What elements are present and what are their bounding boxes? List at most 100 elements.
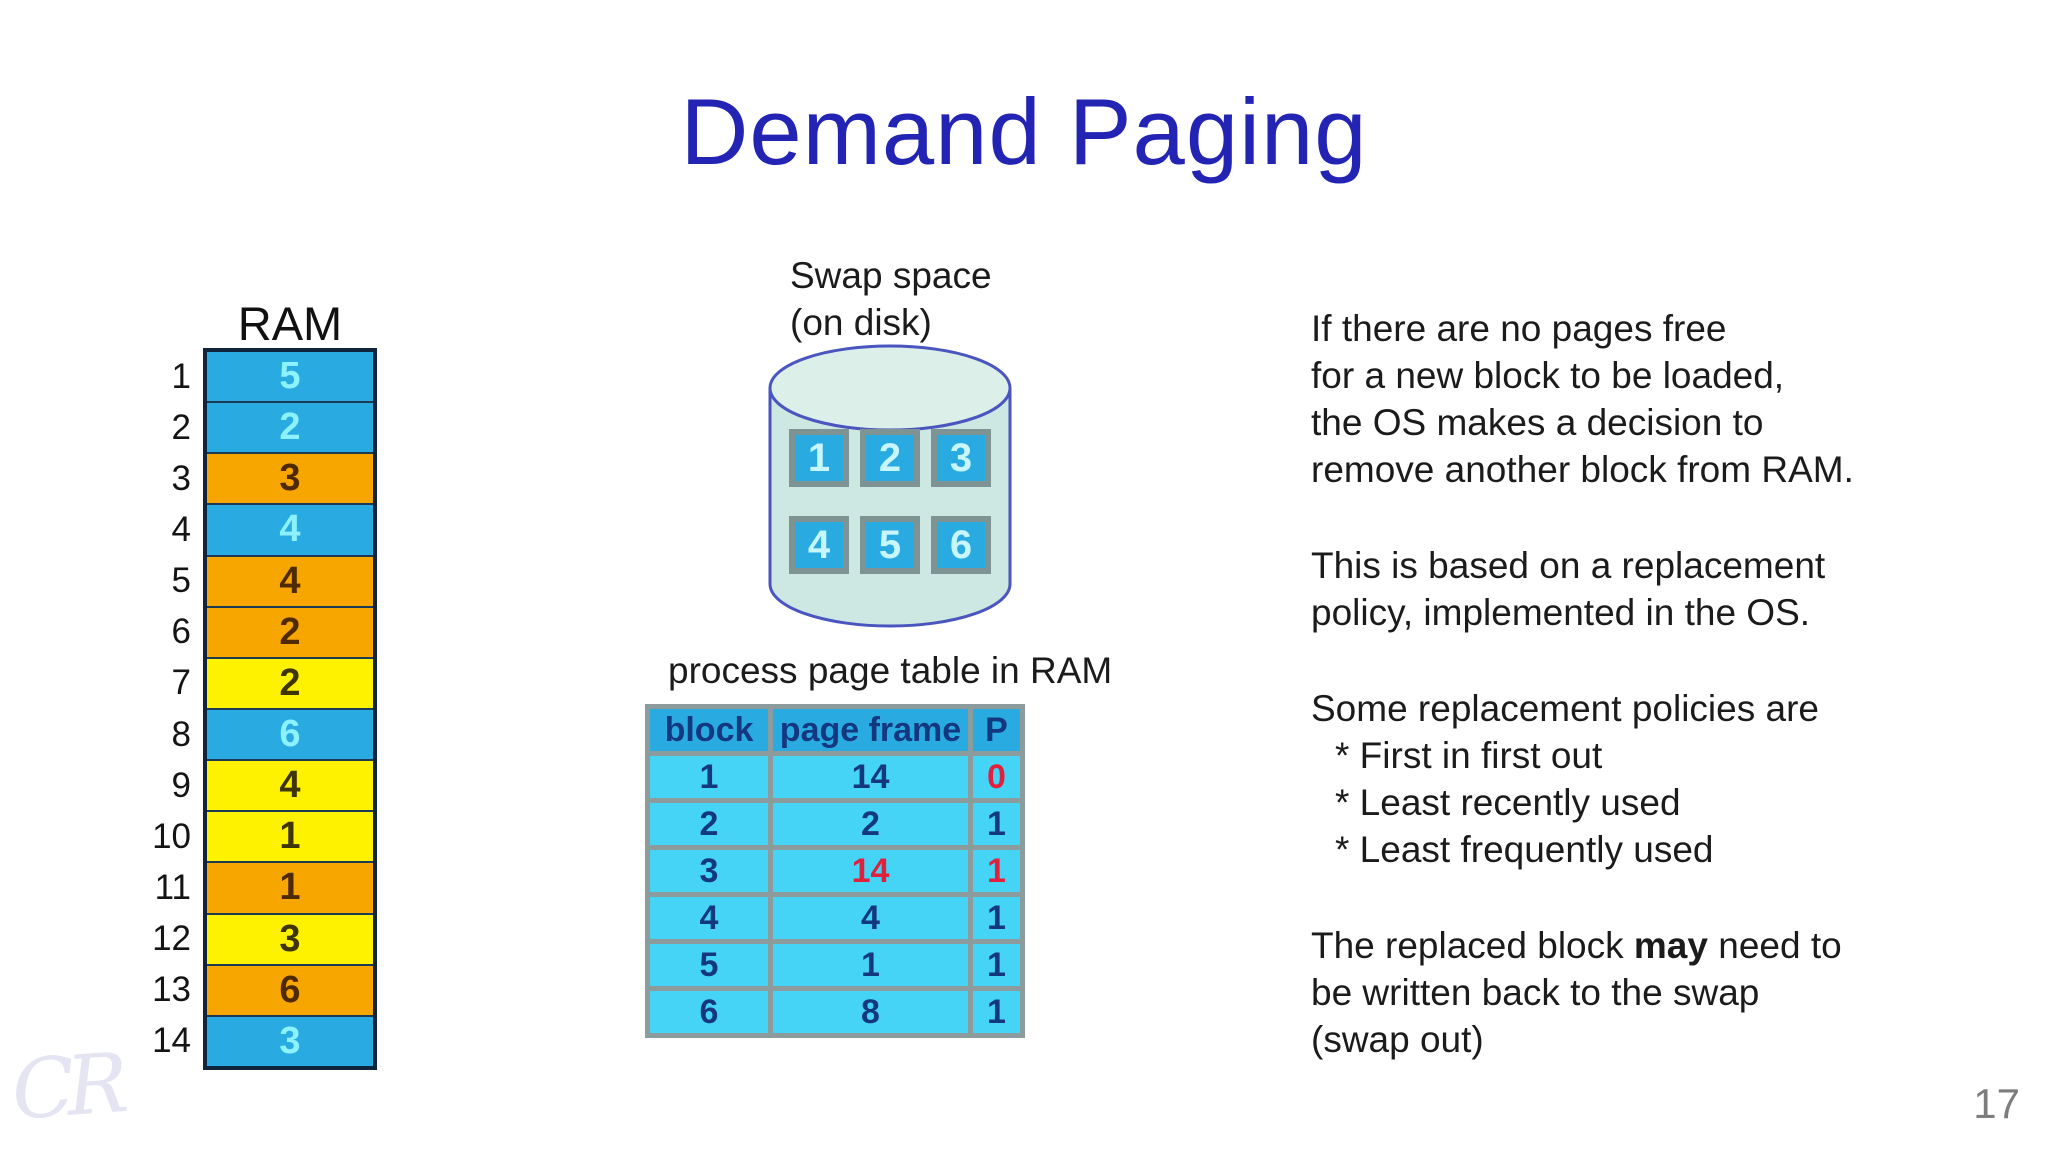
- cell-page-frame: 14: [768, 751, 973, 803]
- page-table-header-row: block page frame P: [645, 704, 1025, 756]
- cell-block: 5: [645, 939, 773, 991]
- ram-row-12: 12 3: [152, 912, 373, 964]
- slide-title: Demand Paging: [680, 79, 1368, 184]
- cell-p: 1: [968, 939, 1025, 991]
- policy-bullet-fifo: * First in first out: [1335, 735, 1603, 776]
- cell-block: 2: [645, 798, 773, 850]
- table-row: 3 14 1: [645, 845, 1025, 897]
- ram-row-value: 4: [279, 508, 301, 551]
- page-table-caption: process page table in RAM: [668, 650, 1113, 691]
- column-header-p: P: [968, 704, 1025, 756]
- paragraph-swap-out: The replaced block may need to be writte…: [1311, 922, 1991, 1063]
- text-line: the OS makes a decision to: [1311, 402, 1764, 443]
- text-line: be written back to the swap: [1311, 972, 1760, 1013]
- text-line: for a new block to be loaded,: [1311, 355, 1785, 396]
- policy-bullet-lru: * Least recently used: [1335, 782, 1681, 823]
- cell-page-frame: 1: [768, 939, 973, 991]
- ram-row-value: 3: [279, 457, 301, 500]
- ram-row-label: 2: [171, 407, 191, 447]
- policy-bullet-lfu: * Least frequently used: [1335, 829, 1714, 870]
- cell-page-frame: 4: [768, 892, 973, 944]
- cell-p: 1: [968, 845, 1025, 897]
- text-fragment: The replaced block: [1311, 925, 1634, 966]
- swap-block: 2: [860, 429, 920, 487]
- swap-block: 5: [860, 516, 920, 574]
- text-line: This is based on a replacement: [1311, 545, 1826, 586]
- cell-p: 1: [968, 798, 1025, 850]
- cell-block: 6: [645, 986, 773, 1038]
- ram-row-label: 12: [152, 919, 191, 959]
- text-line: The replaced block may need to: [1311, 922, 1991, 969]
- swap-space-label-line1: Swap space: [790, 255, 992, 296]
- paragraph-no-pages-free: If there are no pages free for a new blo…: [1311, 305, 1991, 493]
- ram-row-value: 4: [279, 764, 301, 807]
- column-header-block: block: [645, 704, 773, 756]
- ram-row-value: 4: [279, 559, 301, 602]
- ram-row-label: 14: [152, 1021, 191, 1061]
- ram-row-label: 8: [171, 714, 191, 754]
- text-line: remove another block from RAM.: [1311, 449, 1854, 490]
- explanation-text: If there are no pages free for a new blo…: [1311, 305, 1991, 1063]
- ram-row-value: 1: [279, 815, 301, 858]
- cell-p: 1: [968, 892, 1025, 944]
- paragraph-replacement-policy: This is based on a replacement policy, i…: [1311, 542, 1991, 636]
- swap-block: 3: [931, 429, 991, 487]
- swap-block: 4: [789, 516, 849, 574]
- text-line: Some replacement policies are: [1311, 688, 1819, 729]
- ram-row-value: 3: [279, 917, 301, 960]
- ram-row-label: 9: [171, 765, 191, 805]
- ram-row-value: 1: [279, 866, 301, 909]
- swap-blocks-row-1: 1 2 3: [789, 429, 994, 487]
- paragraph-policy-list: Some replacement policies are * First in…: [1311, 685, 1991, 873]
- column-header-page-frame: page frame: [768, 704, 973, 756]
- swap-space-label-line2: (on disk): [790, 302, 932, 343]
- ram-row-13: 13 6: [152, 963, 373, 1015]
- swap-block: 1: [789, 429, 849, 487]
- ram-heading: RAM: [237, 297, 343, 350]
- swap-blocks-row-2: 4 5 6: [789, 516, 994, 574]
- swap-block: 6: [931, 516, 991, 574]
- cell-p: 0: [968, 751, 1025, 803]
- cell-page-frame: 2: [768, 798, 973, 850]
- ram-row-label: 1: [171, 356, 191, 396]
- ram-row-label: 13: [152, 970, 191, 1010]
- ram-row-value: 2: [279, 661, 301, 704]
- table-row: 1 14 0: [645, 751, 1025, 803]
- ram-row-value: 2: [279, 610, 301, 653]
- ram-row-value: 3: [279, 1019, 301, 1062]
- swap-blocks: 1 2 3 4 5 6: [789, 429, 994, 574]
- ram-row-label: 10: [152, 816, 191, 856]
- page-number: 17: [1973, 1080, 2020, 1127]
- table-row: 4 4 1: [645, 892, 1025, 944]
- cell-page-frame: 8: [768, 986, 973, 1038]
- ram-row-14: 14 3: [152, 1014, 373, 1066]
- ram-row-value: 2: [279, 406, 301, 449]
- ram-row-value: 6: [279, 713, 301, 756]
- ram-row-label: 3: [171, 458, 191, 498]
- text-line: If there are no pages free: [1311, 308, 1727, 349]
- table-row: 5 1 1: [645, 939, 1025, 991]
- swap-space-label: Swap space (on disk): [790, 252, 992, 346]
- cell-p: 1: [968, 986, 1025, 1038]
- ram-row-value: 6: [279, 968, 301, 1011]
- ram-row-label: 6: [171, 612, 191, 652]
- ram-row-label: 5: [171, 561, 191, 601]
- cell-block: 1: [645, 751, 773, 803]
- ram-row-10: 10 1: [152, 810, 373, 862]
- ram-row-label: 11: [154, 867, 191, 907]
- cell-block: 3: [645, 845, 773, 897]
- table-row: 6 8 1: [645, 986, 1025, 1038]
- watermark: CR: [8, 1036, 124, 1139]
- text-fragment: need to: [1707, 925, 1842, 966]
